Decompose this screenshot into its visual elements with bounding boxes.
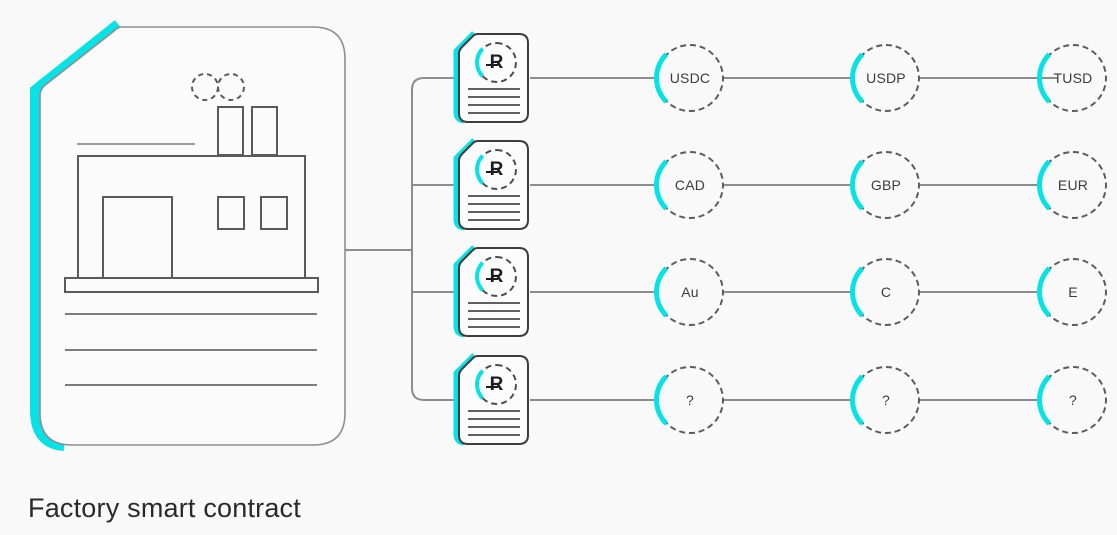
reserve-r-icon: R <box>475 148 517 191</box>
rtoken-logo-glyph: R <box>485 266 504 287</box>
diagram-caption: Factory smart contract <box>28 493 301 523</box>
token-node-c: C <box>850 256 920 328</box>
token-label: CAD <box>674 177 706 193</box>
smoke-puff-icon <box>217 73 245 101</box>
token-node-eur: EUR <box>1037 149 1107 221</box>
token-node-cad: CAD <box>654 149 724 221</box>
window <box>217 196 245 230</box>
contract-text-lines <box>468 88 520 114</box>
token-node-gbp: GBP <box>850 149 920 221</box>
token-label: USDC <box>669 70 711 86</box>
cyan-accent-edge <box>30 20 122 451</box>
token-label: ? <box>882 392 890 408</box>
connector-branch-bottom <box>411 250 459 401</box>
token-label: EUR <box>1057 177 1089 193</box>
token-label: ? <box>686 392 694 408</box>
token-label: Au <box>681 284 699 300</box>
token-label: C <box>880 284 892 300</box>
factory-icon <box>64 73 319 293</box>
connector-lines <box>345 77 1058 401</box>
document-outline <box>39 26 346 446</box>
token-node-usdc: USDC <box>654 42 724 114</box>
reserve-r-icon: R <box>475 363 517 406</box>
connector-branch-top <box>411 77 459 250</box>
reserve-r-icon: R <box>475 255 517 298</box>
token-node-e: E <box>1037 256 1107 328</box>
rtoken-logo-glyph: R <box>485 159 504 180</box>
token-node-unknown: ? <box>654 364 724 436</box>
token-label: E <box>1068 284 1078 300</box>
contract-text-lines <box>468 302 520 328</box>
window <box>260 196 288 230</box>
factory-contract-document <box>30 20 346 451</box>
rtoken-logo-glyph: R <box>485 374 504 395</box>
token-label: GBP <box>870 177 902 193</box>
token-node-usdp: USDP <box>850 42 920 114</box>
token-node-unknown: ? <box>850 364 920 436</box>
contract-text-lines <box>65 313 317 386</box>
contract-text-lines <box>468 410 520 436</box>
platform <box>64 277 319 293</box>
token-node-tusd: TUSD <box>1037 42 1107 114</box>
contract-text-lines <box>468 195 520 221</box>
token-node-au: Au <box>654 256 724 328</box>
reserve-r-icon: R <box>475 41 517 84</box>
token-node-unknown: ? <box>1037 364 1107 436</box>
rtoken-logo-glyph: R <box>485 52 504 73</box>
token-label: ? <box>1069 392 1077 408</box>
token-label: TUSD <box>1053 70 1093 86</box>
token-label: USDP <box>866 70 906 86</box>
